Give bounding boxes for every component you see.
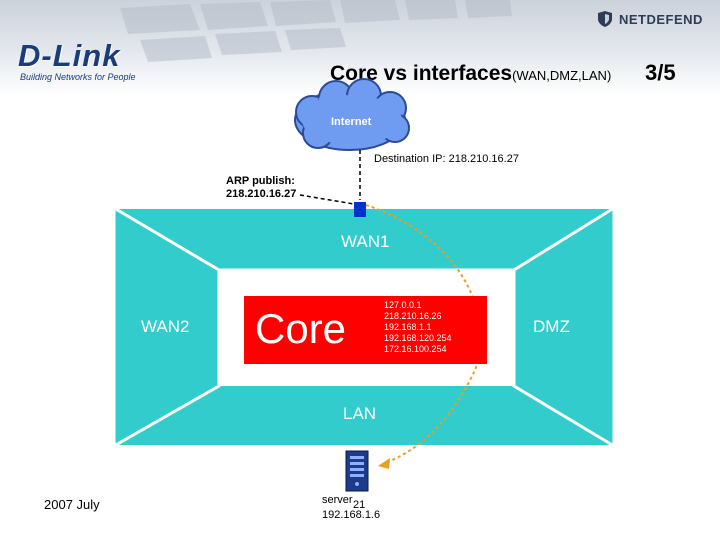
dmz-label: DMZ [533, 317, 570, 336]
lan-label: LAN [343, 404, 377, 423]
arp-publish-label: ARP publish: 218.210.16.27 [226, 175, 296, 201]
logo-text: D-Link [18, 38, 121, 73]
footer-date: 2007 July [44, 497, 100, 512]
core-label: Core [255, 305, 347, 352]
arp-link [299, 194, 355, 205]
core-address-list: 127.0.0.1 218.210.16.26 192.168.1.1 192.… [384, 300, 452, 355]
netdefend-brand: NETDEFEND [596, 10, 703, 28]
internet-cloud-icon [294, 78, 410, 151]
title-sub: (WAN,DMZ,LAN) [512, 68, 612, 83]
internet-label: Internet [331, 116, 372, 128]
title-page-indicator: 3/5 [645, 60, 676, 85]
page-number: 21 [353, 499, 366, 511]
core-address: 192.168.120.254 [384, 333, 452, 343]
shield-icon [598, 11, 612, 27]
server-label: server 192.168.1.6 [322, 493, 380, 523]
wan1-port-icon [354, 202, 366, 217]
core-address: 127.0.0.1 [384, 300, 422, 310]
core-address: 218.210.16.26 [384, 311, 442, 321]
wan2-label: WAN2 [141, 317, 190, 336]
arp-publish-ip: 218.210.16.27 [226, 188, 297, 200]
title-main: Core vs interfaces [330, 62, 513, 85]
server-name: server [322, 494, 353, 506]
slide-title: Core vs interfaces(WAN,DMZ,LAN) [330, 62, 611, 86]
server-ip: 192.168.1.6 [322, 509, 381, 521]
core-address: 172.16.100.254 [384, 344, 447, 354]
dlink-logo: D-Link Building Networks for People [18, 38, 136, 83]
arp-publish-title: ARP publish: [226, 175, 295, 187]
wan1-label: WAN1 [341, 232, 390, 251]
core-box [244, 296, 487, 364]
logo-tagline: Building Networks for People [20, 72, 136, 82]
header-decoration [120, 0, 512, 62]
server-icon [345, 450, 369, 492]
netdefend-text: NETDEFEND [619, 11, 703, 27]
destination-ip-label: Destination IP: 218.210.16.27 [374, 153, 519, 165]
core-address: 192.168.1.1 [384, 322, 432, 332]
routing-arrowhead [378, 458, 390, 469]
